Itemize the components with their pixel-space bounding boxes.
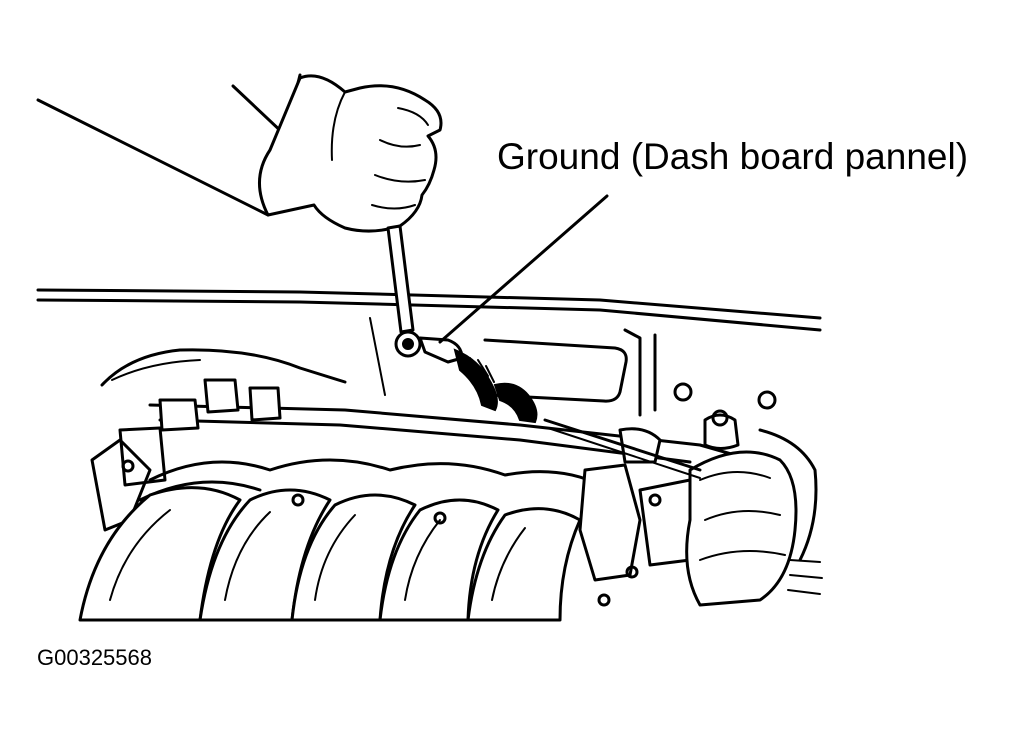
panel-hole [673,382,693,402]
ground-cable [418,336,538,424]
intake-manifold [78,348,782,622]
ground-callout-label: Ground (Dash board pannel) [497,136,969,177]
socket-wrench [386,224,422,358]
throttle-body [543,409,823,607]
technician-hand [36,73,443,233]
leader-line [438,194,609,344]
panel-hole [757,390,777,410]
figure-id: G00325568 [37,645,152,670]
dash-board-panel [36,288,822,417]
